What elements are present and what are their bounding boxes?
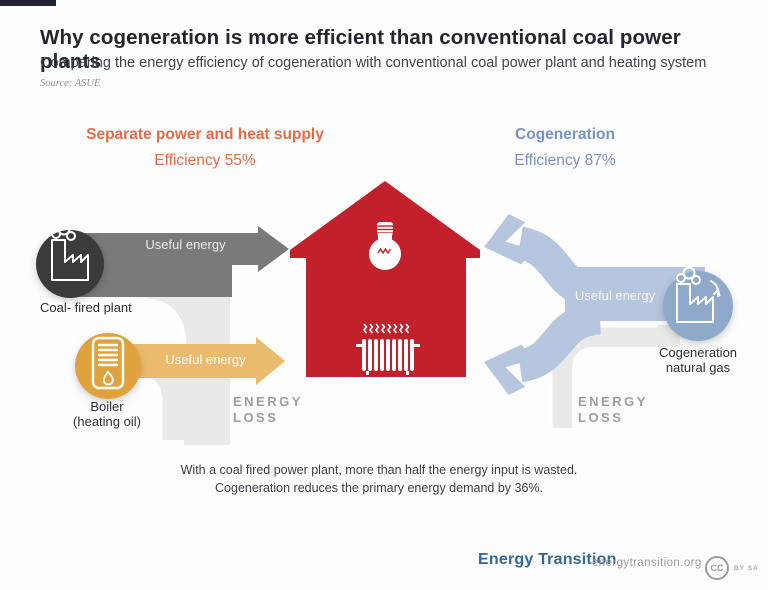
corner-artifact-bar: [0, 0, 56, 6]
boiler-label: Boiler (heating oil): [47, 399, 167, 429]
cc-license-badge[interactable]: CC BY SA: [705, 556, 759, 580]
radiator-icon: [356, 339, 420, 375]
blue-arrow-up-icon: [484, 214, 533, 265]
cc-license-text: BY SA: [734, 564, 759, 572]
right-system-efficiency: Efficiency 87%: [514, 152, 616, 169]
boiler-icon: [91, 336, 125, 390]
boiler-label-line2: (heating oil): [73, 414, 141, 429]
boiler-node: [75, 333, 141, 399]
page-subtitle: Comparing the energy efficiency of cogen…: [40, 55, 707, 71]
house-shape: [290, 181, 480, 377]
cogeneration-label-line2: natural gas: [665, 360, 731, 375]
useful-energy-arrow-boiler: [108, 337, 285, 385]
cogeneration-label-line1: Cogeneration: [658, 345, 738, 360]
boiler-label-line1: Boiler: [90, 399, 124, 414]
energy-loss-right-line2: LOSS: [578, 409, 624, 425]
caption-line2: Cogeneration reduces the primary energy …: [215, 480, 543, 495]
coal-plant-label: Coal- fired plant: [40, 300, 132, 315]
heat-waves-icon: [362, 323, 410, 334]
page-title: Why cogeneration is more efficient than …: [40, 26, 681, 73]
coal-plant-icon: [51, 222, 89, 281]
energy-loss-left-line2: LOSS: [233, 409, 279, 425]
energy-loss-label-left: ENERGY LOSS: [233, 394, 303, 425]
blue-arrow-down-icon: [484, 344, 533, 395]
cogeneration-label: Cogeneration natural gas: [628, 345, 768, 375]
caption-line1: With a coal fired power plant, more than…: [180, 463, 578, 477]
useful-energy-label-boiler: Useful energy: [165, 352, 246, 367]
coal-plant-node: [36, 222, 104, 298]
house: [290, 181, 480, 377]
caption: With a coal fired power plant, more than…: [104, 462, 654, 497]
right-system-heading: Cogeneration: [515, 126, 615, 143]
footer-url-link[interactable]: energytransition.org: [592, 557, 702, 569]
useful-energy-label-coal: Useful energy: [145, 237, 226, 252]
source-label: Source: ASUE: [40, 78, 101, 89]
left-system-heading: Separate power and heat supply: [86, 126, 324, 143]
cogeneration-node: [663, 266, 733, 341]
cc-icon: CC: [705, 556, 729, 580]
cogeneration-plant-icon: [676, 266, 721, 323]
lightbulb-icon: [369, 222, 401, 270]
left-system-efficiency: Efficiency 55%: [154, 152, 256, 169]
energy-transition-logo[interactable]: Energy Transition: [478, 551, 617, 568]
useful-energy-label-cogen: Useful energy: [574, 288, 656, 303]
energy-loss-band-boiler: [137, 375, 184, 440]
useful-energy-arrow-coal: [70, 226, 289, 297]
energy-loss-right-line1: ENERGY: [578, 394, 648, 409]
energy-loss-left-line1: ENERGY: [233, 394, 303, 409]
energy-loss-label-right: ENERGY LOSS: [578, 394, 648, 425]
